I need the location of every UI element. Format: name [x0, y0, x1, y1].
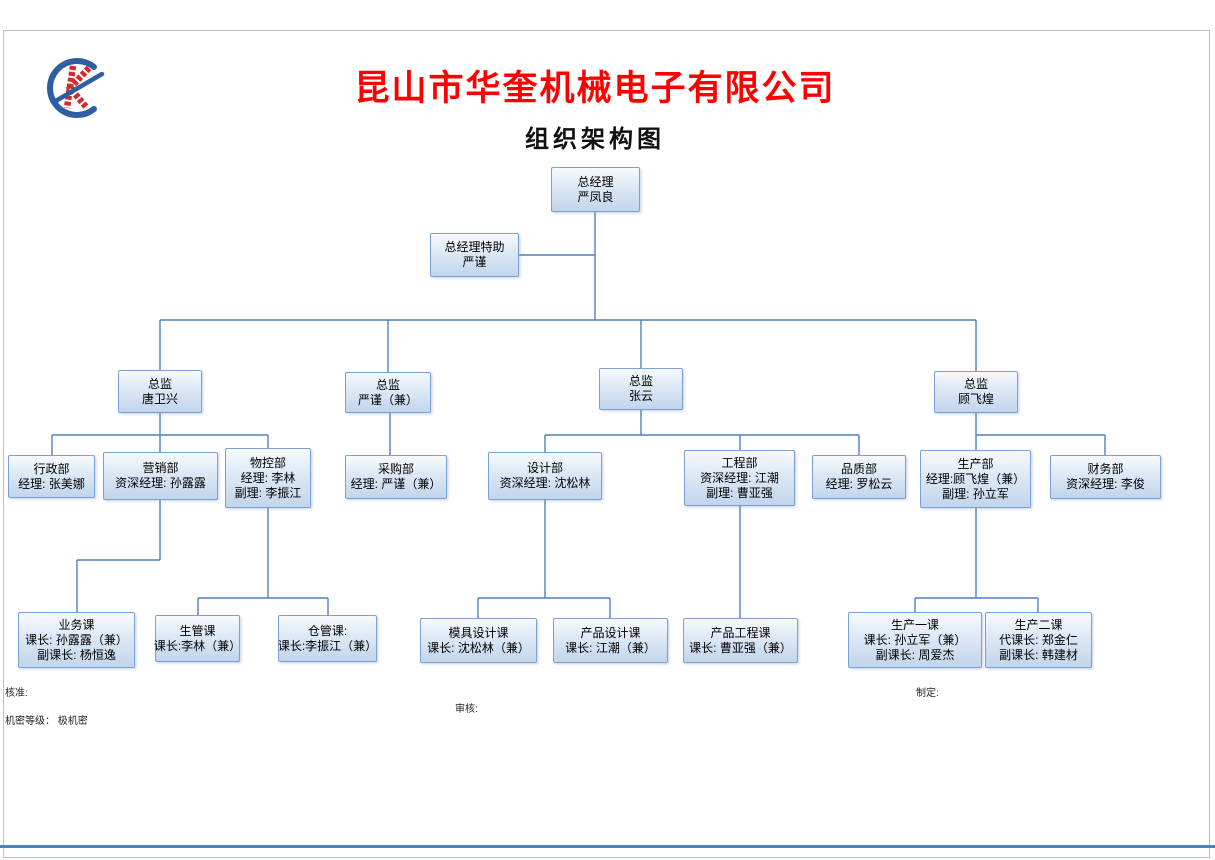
node-person: 课长:李林（兼）: [153, 638, 242, 653]
node-title: 产品工程课: [710, 625, 771, 640]
node-dept-finance: 财务部 资深经理: 李俊: [1050, 455, 1161, 499]
node-person: 课长: 沈松林（兼）: [427, 640, 530, 655]
node-person: 唐卫兴: [141, 391, 178, 406]
node-title: 品质部: [840, 462, 877, 476]
node-section-product-engineering: 产品工程课 课长: 曹亚强（兼）: [683, 618, 798, 663]
node-person: 严谨（兼）: [357, 392, 418, 407]
node-person: 副理: 李振江: [234, 485, 302, 500]
node-title: 物控部: [249, 455, 286, 470]
footer-draft-label: 制定:: [916, 688, 939, 699]
node-dept-admin: 行政部 经理: 张美娜: [8, 455, 95, 498]
node-person: 经理: 罗松云: [825, 477, 893, 491]
node-dept-quality: 品质部 经理: 罗松云: [812, 455, 906, 499]
node-title: 行政部: [33, 461, 70, 476]
node-section-sales: 业务课 课长: 孙露露（兼） 副课长: 杨恒逸: [18, 612, 135, 668]
node-person: 课长: 江潮（兼）: [565, 640, 656, 655]
node-person: 经理:顾飞煌（兼）: [925, 471, 1026, 486]
node-person: 资深经理: 李俊: [1066, 477, 1145, 491]
node-person: 副课长: 杨恒逸: [37, 647, 116, 662]
node-section-production-2: 生产二课 代课长: 郑金仁 副课长: 韩建材: [985, 612, 1092, 668]
node-title: 营销部: [142, 461, 179, 475]
node-person: 副理: 孙立军: [942, 486, 1009, 501]
node-title: 总监: [628, 374, 653, 388]
node-person: 经理: 张美娜: [18, 476, 85, 491]
node-title: 采购部: [377, 462, 414, 476]
node-title: 业务课: [58, 617, 95, 632]
node-person: 副课长: 韩建材: [999, 647, 1078, 662]
node-person: 经理: 李林: [240, 470, 296, 485]
node-section-production-1: 生产一课 课长: 孙立军（兼） 副课长: 周爱杰: [848, 612, 982, 668]
node-person: 严谨: [462, 255, 487, 269]
node-director-yanjin: 总监 严谨（兼）: [345, 372, 431, 413]
page-border: [3, 30, 1210, 858]
node-director-gufeihuang: 总监 顾飞煌: [934, 371, 1018, 413]
node-title: 总监: [375, 377, 400, 392]
node-person: 课长: 曹亚强（兼）: [689, 640, 792, 655]
company-logo-icon: [47, 58, 105, 118]
node-dept-design: 设计部 资深经理: 沈松林: [488, 452, 602, 500]
node-title: 总经理: [577, 174, 614, 189]
node-dept-material-control: 物控部 经理: 李林 副理: 李振江: [225, 448, 311, 508]
node-person: 张云: [628, 389, 653, 403]
node-title: 模具设计课: [448, 625, 509, 640]
node-dept-marketing: 营销部 资深经理: 孙露露: [103, 452, 218, 500]
node-title: 财务部: [1087, 462, 1124, 476]
node-person: 课长: 孙露露（兼）: [25, 632, 128, 647]
node-title: 生产一课: [890, 617, 939, 632]
node-title: 总监: [963, 377, 988, 391]
company-title: 昆山市华奎机械电子有限公司: [354, 69, 836, 108]
node-person: 代课长: 郑金仁: [999, 632, 1078, 647]
chart-subtitle: 组织架构图: [525, 126, 665, 153]
node-section-product-design: 产品设计课 课长: 江潮（兼）: [553, 618, 668, 663]
node-section-mold-design: 模具设计课 课长: 沈松林（兼）: [420, 618, 537, 663]
node-title: 总经理特助: [444, 240, 505, 254]
node-dept-production: 生产部 经理:顾飞煌（兼） 副理: 孙立军: [920, 450, 1031, 508]
company-logo: [40, 54, 112, 122]
node-title: 工程部: [721, 455, 758, 470]
bottom-blue-line: [0, 845, 1215, 848]
node-dept-purchasing: 采购部 经理: 严谨（兼）: [345, 455, 447, 499]
node-person: 副理: 曹亚强: [706, 485, 773, 500]
node-title: 生产二课: [1014, 617, 1063, 632]
node-title: 生管课: [179, 623, 216, 638]
node-person: 课长:李振江（兼）: [277, 638, 378, 653]
node-title: 产品设计课: [580, 625, 641, 640]
footer-approve-label: 核准:: [5, 688, 28, 699]
node-title: 生产部: [957, 456, 994, 471]
node-title: 仓管课:: [307, 623, 348, 638]
node-person: 资深经理: 孙露露: [115, 476, 206, 490]
footer-review-label: 审核:: [455, 704, 478, 715]
node-section-warehouse: 仓管课: 课长:李振江（兼）: [278, 615, 377, 662]
node-gm-assistant: 总经理特助 严谨: [430, 233, 519, 277]
node-person: 严凤良: [577, 189, 614, 204]
node-person: 顾飞煌: [957, 392, 994, 406]
node-section-pmc: 生管课 课长:李林（兼）: [153, 615, 242, 662]
node-director-zhangyun: 总监 张云: [599, 368, 683, 410]
node-person: 资深经理: 沈松林: [499, 476, 591, 490]
node-person: 资深经理: 江潮: [700, 470, 779, 485]
node-title: 设计部: [526, 461, 563, 475]
footer-confidential-label: 机密等级： 极机密: [5, 716, 88, 727]
node-general-manager: 总经理 严凤良: [551, 167, 640, 212]
node-person: 副课长: 周爱杰: [875, 647, 955, 662]
node-title: 总监: [147, 376, 172, 391]
node-person: 经理: 严谨（兼）: [350, 477, 442, 491]
node-person: 课长: 孙立军（兼）: [863, 632, 967, 647]
node-dept-engineering: 工程部 资深经理: 江潮 副理: 曹亚强: [684, 450, 795, 506]
node-director-tangweixing: 总监 唐卫兴: [118, 370, 202, 413]
